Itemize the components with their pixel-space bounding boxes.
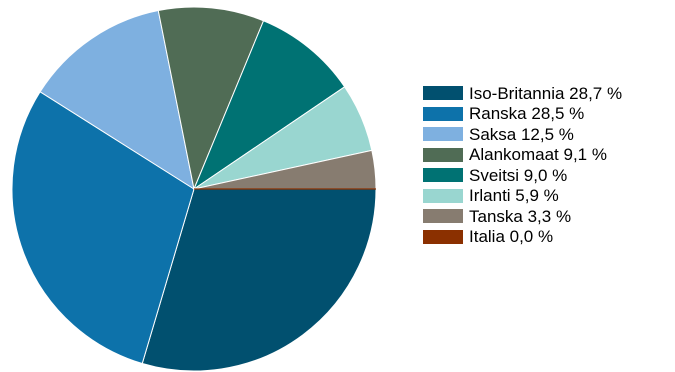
pie-slice-saksa — [39, 9, 195, 191]
legend-item-iso-britannia: Iso-Britannia 28,7 % — [423, 83, 622, 104]
legend-swatch — [423, 147, 463, 162]
pie-slice-alankomaat — [157, 6, 265, 191]
legend-label: Tanska 3,3 % — [469, 206, 572, 226]
legend-swatch — [423, 106, 463, 121]
pie-slice-ranska — [11, 91, 195, 365]
legend-label: Ranska 28,5 % — [469, 104, 585, 124]
legend-label: Iso-Britannia 28,7 % — [469, 83, 623, 103]
legend-label: Sveitsi 9,0 % — [469, 165, 568, 185]
legend-item-alankomaat: Alankomaat 9,1 % — [423, 145, 622, 166]
legend-item-tanska: Tanska 3,3 % — [423, 206, 622, 227]
legend-item-sveitsi: Sveitsi 9,0 % — [423, 165, 622, 186]
pie-slice-sveitsi — [192, 20, 346, 191]
legend-swatch — [423, 86, 463, 101]
legend-swatch — [423, 127, 463, 142]
legend-swatch — [423, 209, 463, 224]
legend-swatch — [423, 229, 463, 244]
legend-item-italia: Italia 0,0 % — [423, 227, 622, 248]
legend-swatch — [423, 188, 463, 203]
legend-item-saksa: Saksa 12,5 % — [423, 124, 622, 145]
pie-plot — [11, 6, 377, 372]
legend-label: Italia 0,0 % — [469, 227, 554, 247]
legend-label: Irlanti 5,9 % — [469, 186, 559, 206]
legend-swatch — [423, 168, 463, 183]
legend-label: Alankomaat 9,1 % — [469, 145, 607, 165]
pie-slice-iso-britannia — [141, 188, 377, 372]
chart-legend: Iso-Britannia 28,7 % Ranska 28,5 % Saksa… — [423, 83, 622, 247]
legend-item-irlanti: Irlanti 5,9 % — [423, 186, 622, 207]
legend-item-ranska: Ranska 28,5 % — [423, 104, 622, 125]
legend-label: Saksa 12,5 % — [469, 124, 574, 144]
